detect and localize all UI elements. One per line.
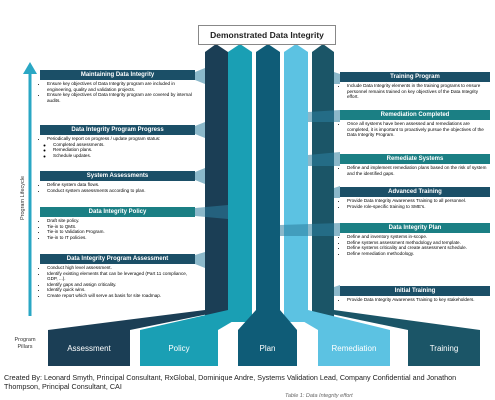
pillar-cap-remediation bbox=[284, 44, 308, 52]
pillar-base-plan bbox=[238, 310, 297, 330]
left-heading-program-assessment: Data Integrity Program Assessment bbox=[40, 254, 195, 264]
left-heading-assessments: System Assessments bbox=[40, 171, 195, 181]
list-item: Define remediation methodology. bbox=[347, 251, 490, 257]
right-heading-advanced-training: Advanced Training bbox=[340, 187, 490, 197]
pillar-base-training bbox=[312, 310, 480, 330]
list-item: Periodically report on progress / update… bbox=[47, 136, 195, 158]
pillar-top-training bbox=[312, 52, 334, 322]
right-box-advanced-training: Provide Data Integrity Awareness Trainin… bbox=[340, 198, 490, 209]
list-item: Tie-in to IT policies. bbox=[47, 235, 195, 241]
list-item: Define and implement remediation plans b… bbox=[347, 165, 490, 176]
diagram-title: Demonstrated Data Integrity bbox=[198, 25, 336, 45]
list-item: Define and inventory systems in-scope. bbox=[347, 234, 490, 240]
pillar-top-assessment bbox=[205, 52, 228, 322]
list-item: Define systems criticality and create as… bbox=[347, 245, 490, 251]
list-item: Create report which will serve as basis … bbox=[47, 293, 195, 299]
right-box-training-program: Include Data Integrity elements in the t… bbox=[340, 83, 490, 100]
list-item: Tie-in to QMS. bbox=[47, 224, 195, 230]
pillar-cap-training bbox=[312, 44, 334, 52]
pillar-label-remediation: Remediation bbox=[331, 344, 377, 353]
list-item: Conduct high level assessment. bbox=[47, 265, 195, 271]
caption-fragment: Table 1: Data Integrity effort bbox=[285, 393, 353, 399]
left-heading-maintaining: Maintaining Data Integrity bbox=[40, 70, 195, 80]
list-item: Define system data flows. bbox=[47, 182, 195, 188]
right-heading-plan: Data Integrity Plan bbox=[340, 223, 490, 233]
credits-text: Created By: Leonard Smyth, Principal Con… bbox=[4, 373, 457, 391]
list-item: Tie-in to Validation Program. bbox=[47, 229, 195, 235]
list-item: Provide Data Integrity Awareness Trainin… bbox=[347, 297, 490, 303]
list-item: Include Data Integrity elements in the t… bbox=[347, 83, 490, 100]
sub-item: Remediation plans. bbox=[53, 147, 195, 153]
connector-bands bbox=[195, 68, 340, 296]
pillar-block-policy bbox=[140, 330, 218, 366]
list-item-text: Periodically report on progress / update… bbox=[47, 136, 161, 141]
pillar-block-training bbox=[408, 330, 480, 366]
pillar-cap-assessment bbox=[205, 44, 228, 52]
list-item: Once all systems have been assessed and … bbox=[347, 121, 490, 138]
pillar-cap-plan bbox=[256, 44, 280, 52]
pillar-block-remediation bbox=[318, 330, 390, 366]
right-heading-training-program: Training Program bbox=[340, 72, 490, 82]
list-item: Provide role-specific training to SME's. bbox=[347, 204, 490, 210]
list-item: Identify existing elements that can be l… bbox=[47, 271, 195, 282]
list-item: Draft site policy. bbox=[47, 218, 195, 224]
sub-item: Schedule updates. bbox=[53, 153, 195, 159]
lifecycle-axis-label: Program Lifecycle bbox=[20, 175, 26, 221]
right-heading-remediation-completed: Remediation Completed bbox=[340, 110, 490, 120]
pillar-base-assessment bbox=[48, 310, 228, 330]
left-box-assessments: Define system data flows. Conduct system… bbox=[40, 182, 195, 193]
left-box-maintaining: Ensure key objectives of Data Integrity … bbox=[40, 81, 195, 103]
pillar-label-policy: Policy bbox=[168, 344, 190, 353]
left-box-policy: Draft site policy. Tie-in to QMS. Tie-in… bbox=[40, 218, 195, 240]
list-item: Define systems assessment methodology an… bbox=[347, 240, 490, 246]
list-item: Identify gaps and assign criticality. bbox=[47, 282, 195, 288]
right-heading-initial-training: Initial Training bbox=[340, 286, 490, 296]
right-box-remediation-completed: Once all systems have been assessed and … bbox=[340, 121, 490, 138]
pillar-block-plan bbox=[238, 330, 297, 366]
left-box-program-assessment: Conduct high level assessment. Identify … bbox=[40, 265, 195, 299]
list-item: Provide Data Integrity Awareness Trainin… bbox=[347, 198, 490, 204]
pillar-cap-policy bbox=[228, 44, 252, 52]
pillars-side-label: Program Pillars bbox=[14, 337, 36, 350]
pillar-label-assessment: Assessment bbox=[67, 344, 111, 353]
pillar-block-assessment bbox=[48, 330, 130, 366]
list-item: Conduct system assessments according to … bbox=[47, 188, 195, 194]
list-item: Ensure key objectives of Data Integrity … bbox=[47, 92, 195, 103]
right-box-plan: Define and inventory systems in-scope. D… bbox=[340, 234, 490, 256]
pillar-base-remediation bbox=[284, 310, 390, 330]
right-heading-remediate-systems: Remediate Systems bbox=[340, 154, 490, 164]
list-item: Ensure key objectives of Data Integrity … bbox=[47, 81, 195, 92]
sub-item: Completed assessments. bbox=[53, 142, 195, 148]
pillar-top-policy bbox=[228, 52, 252, 322]
pillar-label-training: Training bbox=[429, 344, 459, 353]
pillar-top-plan bbox=[256, 52, 280, 322]
left-box-progress: Periodically report on progress / update… bbox=[40, 136, 195, 158]
pillar-base-policy bbox=[140, 310, 252, 330]
pillar-label-plan: Plan bbox=[259, 344, 276, 353]
left-heading-progress: Data Integrity Program Progress bbox=[40, 125, 195, 135]
right-box-initial-training: Provide Data Integrity Awareness Trainin… bbox=[340, 297, 490, 303]
right-box-remediate-systems: Define and implement remediation plans b… bbox=[340, 165, 490, 176]
lifecycle-arrow-head bbox=[23, 62, 37, 74]
pillar-top-remediation bbox=[284, 52, 308, 322]
list-item: Identify quick wins. bbox=[47, 287, 195, 293]
left-heading-policy: Data Integrity Policy bbox=[40, 207, 195, 217]
